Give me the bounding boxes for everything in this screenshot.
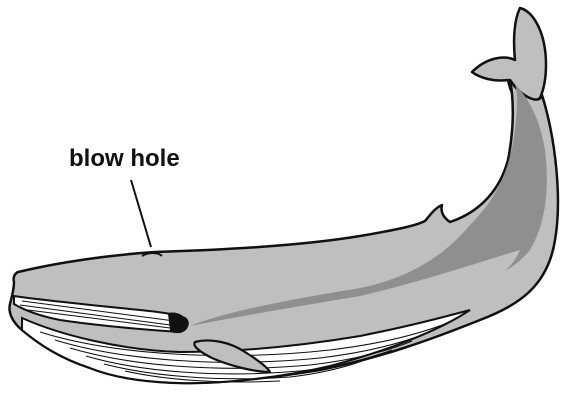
- blow-hole-pointer-line: [131, 180, 151, 247]
- blow-hole-label: blow hole: [69, 145, 180, 172]
- tail-fluke: [472, 8, 546, 103]
